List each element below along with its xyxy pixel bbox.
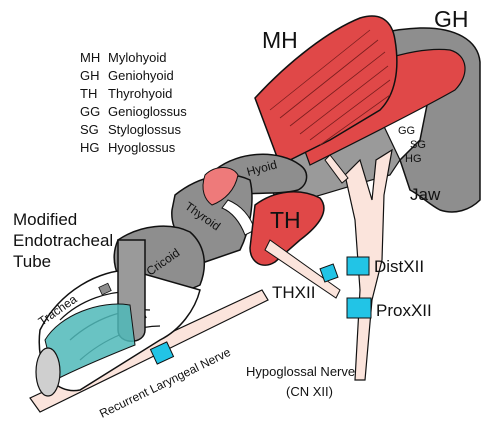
legend-item-sg: SG <box>80 122 99 137</box>
legend-item-hg-name: Hyoglossus <box>108 140 176 155</box>
label-gh: GH <box>434 6 469 32</box>
label-distxii: DistXII <box>374 257 424 276</box>
label-proxxii: ProxXII <box>376 301 432 320</box>
label-tube-line3: Tube <box>13 252 51 271</box>
legend-item-mh: MH <box>80 50 100 65</box>
label-tube-line2: Endotracheal <box>13 231 113 250</box>
label-sg: SG <box>410 139 426 151</box>
label-gg: GG <box>398 125 415 137</box>
label-jaw: Jaw <box>410 185 441 204</box>
legend-item-gg: GG <box>80 104 100 119</box>
label-th: TH <box>270 207 301 233</box>
legend: MH Mylohyoid GH Geniohyoid TH Thyrohyoid… <box>80 50 187 155</box>
label-thxii: THXII <box>272 283 315 302</box>
label-hg: HG <box>405 153 422 165</box>
legend-item-th-name: Thyrohyoid <box>108 86 172 101</box>
legend-item-th: TH <box>80 86 97 101</box>
label-hypoglossal-line2: (CN XII) <box>286 384 333 399</box>
legend-item-hg: HG <box>80 140 100 155</box>
legend-item-gh-name: Geniohyoid <box>108 68 174 83</box>
label-mh: MH <box>262 27 298 53</box>
endotracheal-tube-opening <box>36 348 60 396</box>
proxxii-electrode <box>347 298 371 318</box>
distxii-electrode <box>347 257 369 275</box>
label-tube-line1: Modified <box>13 210 77 229</box>
legend-item-gh: GH <box>80 68 100 83</box>
legend-item-gg-name: Genioglossus <box>108 104 187 119</box>
legend-item-sg-name: Styloglossus <box>108 122 181 137</box>
label-hypoglossal-line1: Hypoglossal Nerve <box>246 364 355 379</box>
legend-item-mh-name: Mylohyoid <box>108 50 167 65</box>
